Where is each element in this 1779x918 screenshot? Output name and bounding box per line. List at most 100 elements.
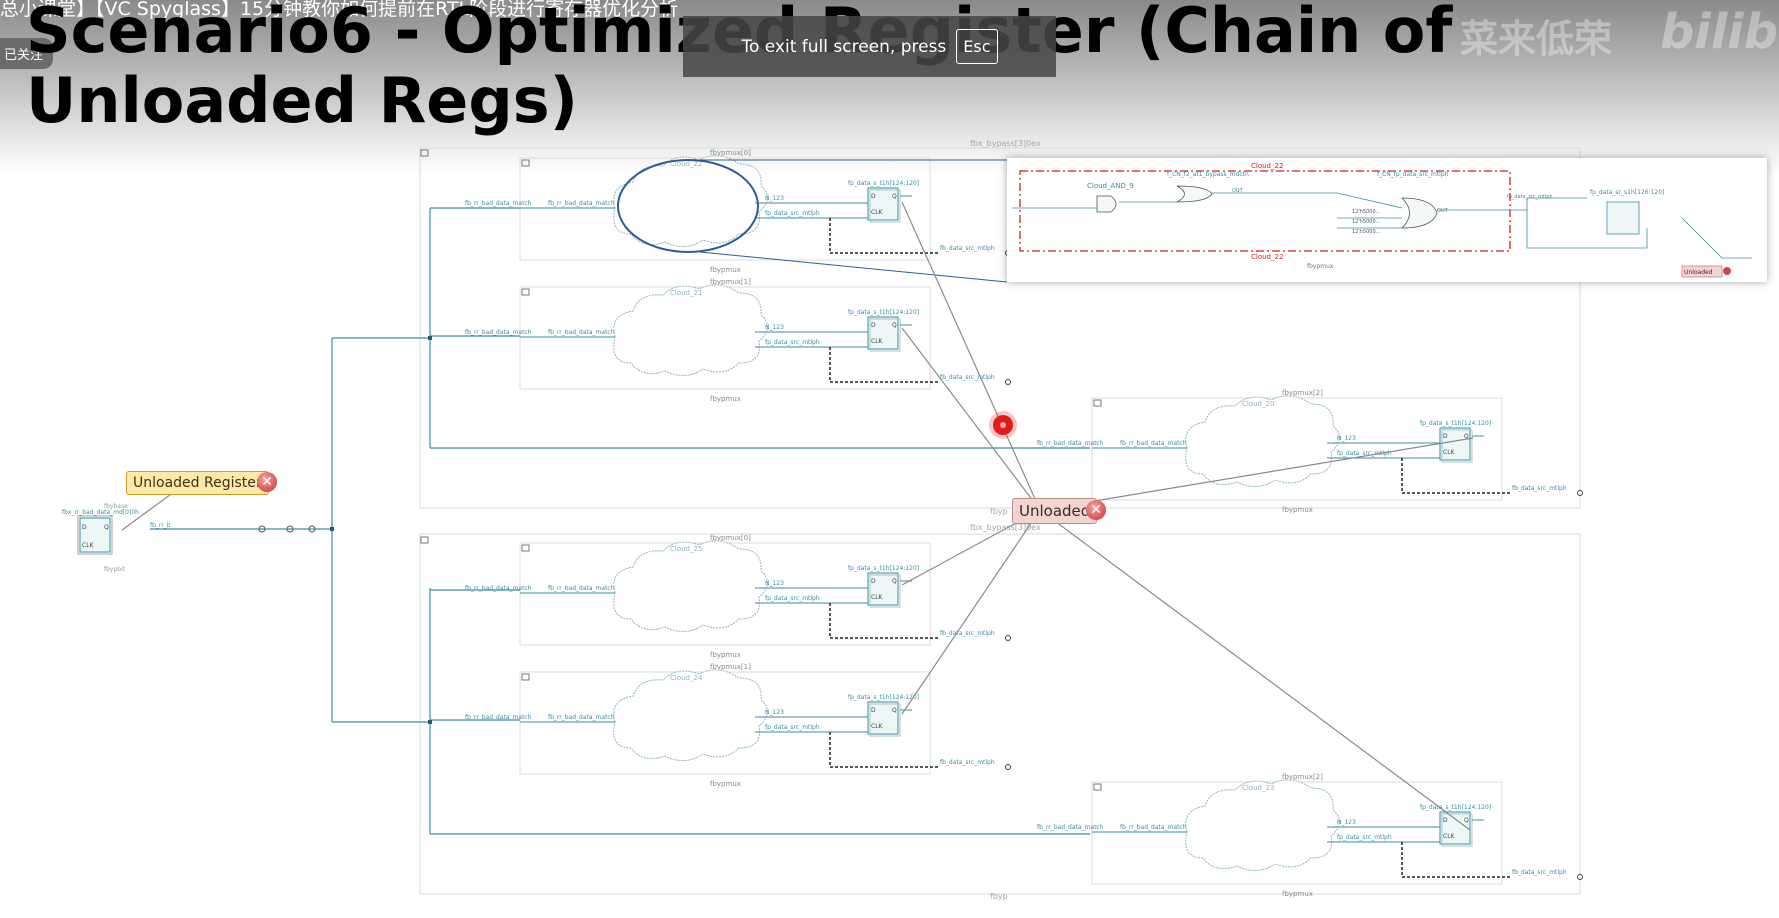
submodule-in-net-label-5: fb_rr_bad_data_match — [1037, 824, 1104, 831]
submodule-reg-label-4: fp_data_s_t1h[124:120] — [848, 694, 919, 701]
submodule-src-label-0: fp_data_src_mtlph — [765, 210, 820, 217]
submodule-net-label-2: fb_rr_bad_data_match — [1120, 440, 1187, 447]
wire-junctions — [330, 336, 432, 724]
submodule-title-0: fbypmux[0] — [710, 149, 751, 157]
submodule-src-label-3: fp_data_src_mtlph — [765, 595, 820, 602]
inset-cloud-bottom: Cloud_22 — [1251, 253, 1283, 261]
outer-frame-bottom — [419, 533, 1581, 895]
submodule-net-label-0: fb_rr_bad_data_match — [548, 200, 615, 207]
submodule-footer-1: fbypmux — [710, 395, 741, 403]
bypass-label: fbx_bypass[3]0ex — [970, 523, 1041, 532]
submodule-reg-label-0: fp_data_s_t1h[124:120] — [848, 180, 919, 187]
submodule-title-4: fbypmux[1] — [710, 663, 751, 671]
submodule-out-port-1 — [1005, 379, 1011, 385]
submodule-clk-wire-1 — [829, 347, 940, 383]
submodule-src-label-1: fp_data_src_mtlph — [765, 339, 820, 346]
submodule-n-label-3: N_123 — [765, 580, 784, 587]
unloaded-callout: Unloaded — [1012, 498, 1098, 524]
inset-or-gate-icon — [1176, 185, 1213, 203]
fullscreen-notice-text: To exit full screen, press — [741, 36, 947, 57]
submodule-reg-clk-4: CLK — [871, 723, 884, 730]
inset-const-1: 12'h5000... — [1352, 219, 1381, 225]
logic-cloud-1 — [613, 284, 768, 376]
submodule-reg-q-0: Q — [892, 193, 897, 200]
submodule-src-label-4: fp_data_src_mtlph — [765, 724, 820, 731]
outer-frame-top — [419, 147, 1581, 509]
submodule-collapse-icon-5 — [1093, 783, 1102, 791]
submodule-reg-q-3: Q — [892, 578, 897, 585]
submodule-title-1: fbypmux[1] — [710, 278, 751, 286]
submodule-register-shadow-4 — [869, 703, 901, 737]
fullscreen-exit-notice: To exit full screen, press Esc — [683, 16, 1056, 77]
inset-x-icon — [1723, 267, 1731, 275]
left-reg-top-label: fbybase — [104, 503, 128, 510]
submodule-out-label-5: fb_data_src_mtlph — [1512, 869, 1567, 876]
inset-const-0: 12'h5000... — [1352, 209, 1381, 215]
left-register: D CLK Q fbybase fbx_rr_bad_data_md[0]0h … — [62, 503, 170, 573]
cloud-label-0: Cloud_22 — [670, 160, 702, 168]
inset-unloaded-text: Unloaded — [1684, 269, 1713, 276]
submodule-reg-clk-3: CLK — [871, 594, 884, 601]
submodule-reg-d-0: D — [871, 193, 876, 200]
submodule-out-label-2: fb_data_src_mtlph — [1512, 485, 1567, 492]
submodule-reg-q-5: Q — [1464, 817, 1469, 824]
submodule-register-shadow-2 — [1441, 429, 1473, 463]
submodule-out-port-3 — [1005, 635, 1011, 641]
submodule-clk-wire-4 — [829, 732, 940, 768]
submodule-register-3 — [867, 572, 899, 606]
cloud-label-5: Cloud_23 — [1242, 784, 1274, 792]
submodule-reg-label-2: fp_data_s_t1h[124:120] — [1420, 420, 1491, 427]
inset-cloud-title: Cloud_22 — [1251, 162, 1283, 170]
submodule-reg-clk-1: CLK — [871, 338, 884, 345]
fbyp-label-top: fbyp — [990, 507, 1008, 516]
submodule-net-label-5: fb_rr_bad_data_match — [1120, 824, 1187, 831]
submodule-n-label-5: N_123 — [1337, 819, 1356, 826]
submodule-reg-clk-5: CLK — [1443, 833, 1456, 840]
submodule-in-net-label-1: fb_rr_bad_data_match — [465, 329, 532, 336]
submodule-in-net-label-4: fb_rr_bad_data_match — [465, 714, 532, 721]
submodule-title-2: fbypmux[2] — [1282, 389, 1323, 397]
submodule-register-shadow-5 — [1441, 813, 1473, 847]
schematic-top-label: fbx_bypass[3]0ex — [970, 139, 1041, 148]
submodule-out-label-3: fb_data_src_mtlph — [940, 630, 995, 637]
submodule-collapse-icon-0 — [521, 159, 530, 167]
fbyp-label-bottom: fbyp — [990, 892, 1008, 901]
logic-cloud-4 — [613, 669, 768, 761]
submodule-in-net-label-0: fb_rr_bad_data_match — [465, 200, 532, 207]
submodule-register-4 — [867, 701, 899, 735]
inset-out-net: fp_data_src_mtlph — [1507, 194, 1553, 200]
submodule-n-label-0: N_123 — [765, 195, 784, 202]
left-reg-net: fb_rr_bad_data_match — [150, 522, 170, 529]
submodule-n-label-1: N_123 — [765, 324, 784, 331]
submodule-clk-wire-3 — [829, 603, 940, 639]
submodule-register-shadow-1 — [869, 318, 901, 352]
inset-register-icon — [1606, 201, 1640, 235]
submodule-reg-d-3: D — [871, 578, 876, 585]
submodule-out-port-5 — [1577, 874, 1583, 880]
inset-mux-label: fbypmux — [1307, 263, 1334, 270]
submodule-reg-clk-2: CLK — [1443, 449, 1456, 456]
submodule-reg-q-4: Q — [892, 707, 897, 714]
submodule-register-shadow-0 — [869, 189, 901, 223]
submodule-clk-wire-0 — [829, 218, 940, 254]
submodule-in-net-label-3: fb_rr_bad_data_match — [465, 585, 532, 592]
inset-highlight-box — [1019, 170, 1511, 252]
submodule-footer-2: fbypmux — [1282, 506, 1313, 514]
submodule-collapse-icon-3 — [521, 544, 530, 552]
submodule-register-1 — [867, 316, 899, 350]
submodule-out-port-2 — [1577, 490, 1583, 496]
left-reg-bottom-label: fbypbit — [104, 566, 126, 573]
inset-out2-label: OUT — [1232, 188, 1244, 194]
logic-cloud-2 — [1185, 395, 1340, 487]
left-reg-q: Q — [104, 524, 109, 531]
left-chain-buffers — [258, 525, 316, 533]
follow-button[interactable]: 已关注 — [0, 38, 54, 69]
submodule-footer-3: fbypmux — [710, 651, 741, 659]
submodule-out-label-0: fb_data_src_mtlph — [940, 245, 995, 252]
recording-indicator-icon — [993, 415, 1013, 435]
submodule-reg-d-1: D — [871, 322, 876, 329]
highlight-ellipse — [617, 159, 759, 253]
unloaded-pointer-lines — [121, 201, 1474, 831]
submodule-collapse-icon-4 — [521, 673, 530, 681]
submodule-clk-wire-5 — [1401, 842, 1512, 878]
